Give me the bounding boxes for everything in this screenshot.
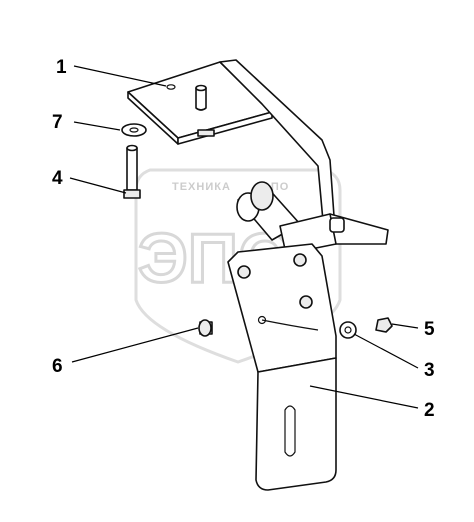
part-5-nut <box>375 317 393 333</box>
linkage-assembly <box>236 181 389 255</box>
part-6-screw <box>198 319 213 337</box>
callout-4: 4 <box>52 168 63 189</box>
callout-1: 1 <box>56 57 67 78</box>
part-3-washer <box>339 321 357 339</box>
callout-3: 3 <box>424 360 435 381</box>
callout-6: 6 <box>52 356 63 377</box>
part-2-lower-bracket <box>227 243 337 491</box>
callout-2: 2 <box>424 400 435 421</box>
part-4-bolt <box>123 144 141 199</box>
part-7-washer <box>121 123 147 137</box>
leader-lines <box>69 65 419 409</box>
watermark-top-text: ТЕХНИКА <box>172 181 231 193</box>
callout-labels: 1 2 3 4 5 6 7 <box>52 57 435 421</box>
part-1-upper-plate <box>127 59 336 233</box>
callout-5: 5 <box>424 319 435 340</box>
callout-7: 7 <box>52 112 63 133</box>
